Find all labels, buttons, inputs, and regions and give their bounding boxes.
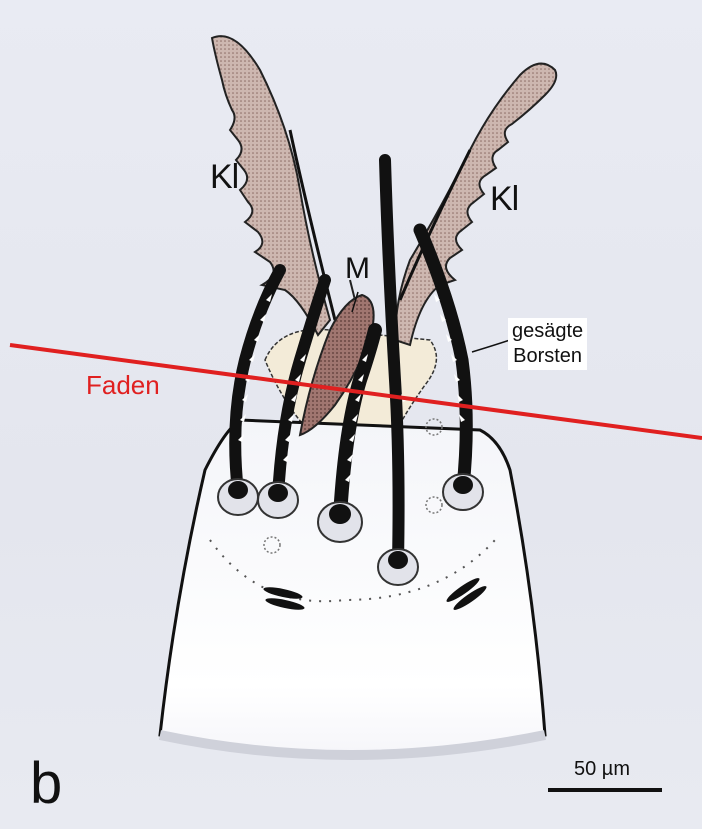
scale-label: 50 µm: [574, 758, 630, 781]
label-kl-right: Kl: [490, 180, 518, 219]
label-kl-left: Kl: [210, 158, 238, 197]
claw-right: [395, 64, 556, 345]
label-borsten-line1: gesägte: [512, 319, 583, 344]
label-m: M: [345, 252, 370, 286]
leg-segment: [160, 420, 545, 753]
label-faden: Faden: [86, 370, 160, 401]
borsten-leader: [472, 340, 510, 352]
panel-label: b: [30, 750, 62, 817]
label-borsten-line2: Borsten: [512, 344, 583, 369]
label-gesaegte-borsten: gesägte Borsten: [508, 318, 587, 370]
